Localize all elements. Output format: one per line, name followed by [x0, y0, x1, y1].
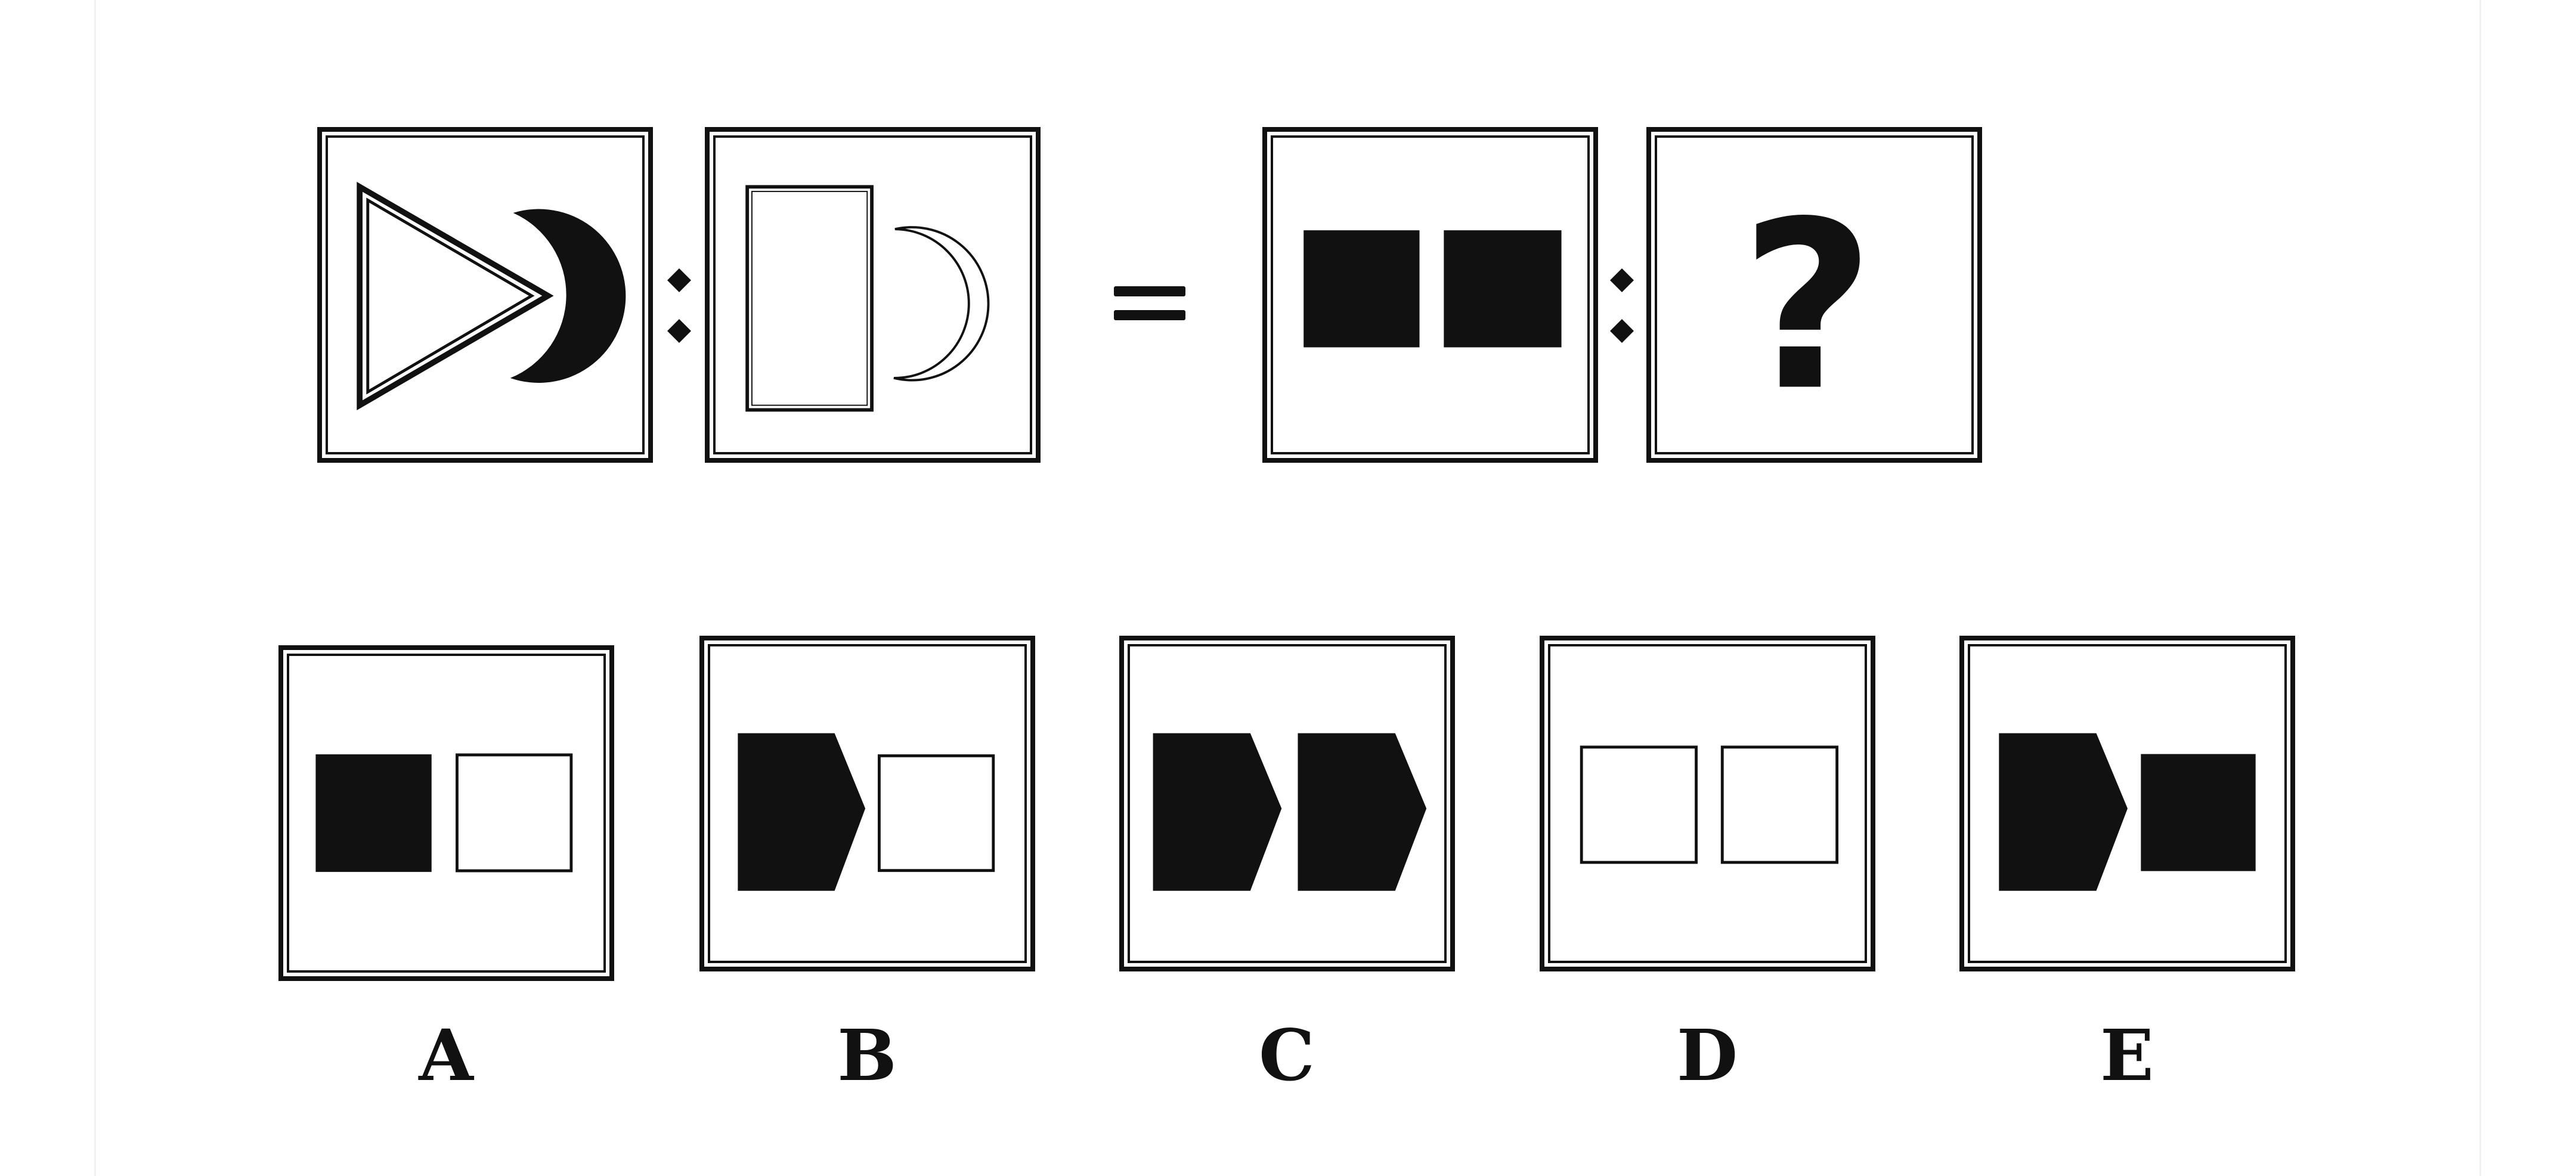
- outline-square-shape: [1580, 745, 1698, 864]
- analogy-panel-unknown: ?: [1646, 127, 1982, 463]
- black-square-shape: [1444, 230, 1562, 348]
- option-d-figure: [1580, 745, 1839, 864]
- rectangle-crescent-figure: [745, 185, 990, 412]
- option-c-panel[interactable]: [1119, 636, 1455, 971]
- option-a-figure: [315, 753, 573, 872]
- option-e-figure: [1999, 733, 2256, 891]
- page-edge-right: [2479, 0, 2481, 1176]
- analogy-panel-1: [317, 127, 653, 463]
- option-c-figure: [1153, 733, 1427, 891]
- equals-sign: [1114, 280, 1191, 328]
- option-a-label[interactable]: A: [419, 1014, 473, 1097]
- outline-crescent-shape: [893, 226, 990, 382]
- outline-square-shape: [1720, 745, 1839, 864]
- question-mark-glyph: ?: [1741, 171, 1875, 441]
- outline-square-shape: [456, 753, 573, 872]
- option-c-label[interactable]: C: [1259, 1014, 1315, 1097]
- option-b-label[interactable]: B: [837, 1014, 897, 1097]
- black-square-shape: [315, 754, 432, 872]
- black-pentagon-shape: [738, 733, 866, 891]
- outline-rectangle-shape: [745, 185, 874, 412]
- ratio-colon-2: [1604, 265, 1640, 367]
- option-e-panel[interactable]: [1959, 636, 2295, 971]
- triangle-crescent-figure: [357, 181, 626, 411]
- black-crescent-shape: [510, 209, 626, 383]
- option-b-figure: [738, 733, 995, 891]
- option-a-panel[interactable]: [278, 645, 614, 981]
- option-e-label[interactable]: E: [2100, 1014, 2154, 1097]
- analogy-panel-3: [1262, 127, 1598, 463]
- black-pentagon-shape: [1298, 733, 1427, 891]
- black-square-shape: [1304, 230, 1420, 348]
- two-squares-figure: [1304, 230, 1562, 348]
- black-pentagon-shape: [1999, 733, 2128, 891]
- page-edge-left: [94, 0, 96, 1176]
- black-pentagon-shape: [1153, 733, 1282, 891]
- analogy-panel-2: [705, 127, 1041, 463]
- outline-square-shape: [877, 754, 995, 872]
- question-mark-figure: ?: [1741, 171, 1875, 441]
- option-d-panel[interactable]: [1540, 636, 1875, 971]
- option-d-label[interactable]: D: [1676, 1014, 1738, 1097]
- black-square-shape: [2141, 754, 2256, 871]
- option-b-panel[interactable]: [699, 636, 1035, 971]
- outline-triangle-shape: [357, 181, 554, 411]
- ratio-colon-1: [661, 265, 697, 367]
